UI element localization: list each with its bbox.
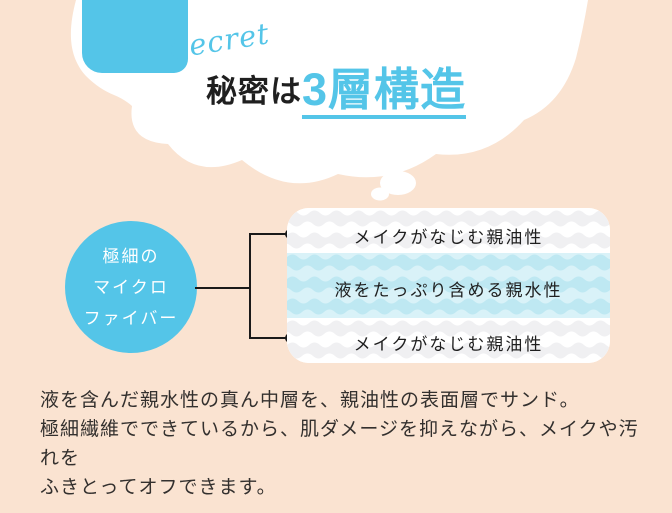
fiber-circle-line: ファイバー xyxy=(83,308,179,328)
microfiber-circle: 極細の マイクロ ファイバー xyxy=(65,221,197,353)
description-line: 液を含んだ親水性の真ん中層を、親油性の表面層でサンド。 xyxy=(40,390,580,411)
layer-stack: メイクがなじむ親油性 液をたっぷり含める親水性 メイクがなじむ親油性 xyxy=(287,208,610,363)
section-title: 秘密は 3層構造 xyxy=(205,66,467,119)
fiber-circle-line: 極細の xyxy=(102,246,160,266)
description-line: 極細繊維でできているから、肌ダメージを抑えながら、メイクや汚れを xyxy=(40,419,639,469)
blue-tab xyxy=(82,0,188,73)
connector-stem-line xyxy=(195,287,250,289)
description-text: 液を含んだ親水性の真ん中層を、親油性の表面層でサンド。 極細繊維でできているから… xyxy=(40,386,640,502)
thought-bubble-icon xyxy=(70,0,588,201)
layer-water-middle: 液をたっぷり含める親水性 xyxy=(287,253,610,318)
layer-label: メイクがなじむ親油性 xyxy=(353,228,544,247)
layer-oil-bottom: メイクがなじむ親油性 xyxy=(287,318,610,363)
title-prefix: 秘密は xyxy=(205,74,302,109)
connector-vertical-line xyxy=(249,233,251,339)
title-highlight-underlined: 3層構造 xyxy=(301,67,467,119)
fiber-circle-line: マイクロ xyxy=(93,277,169,297)
connector-top-branch xyxy=(249,233,290,235)
connector-bottom-branch xyxy=(249,337,290,339)
description-line: ふきとってオフできます。 xyxy=(40,477,277,498)
layer-label: 液をたっぷり含める親水性 xyxy=(334,281,563,300)
layer-label: メイクがなじむ親油性 xyxy=(353,335,544,354)
layer-oil-top: メイクがなじむ親油性 xyxy=(287,208,610,253)
